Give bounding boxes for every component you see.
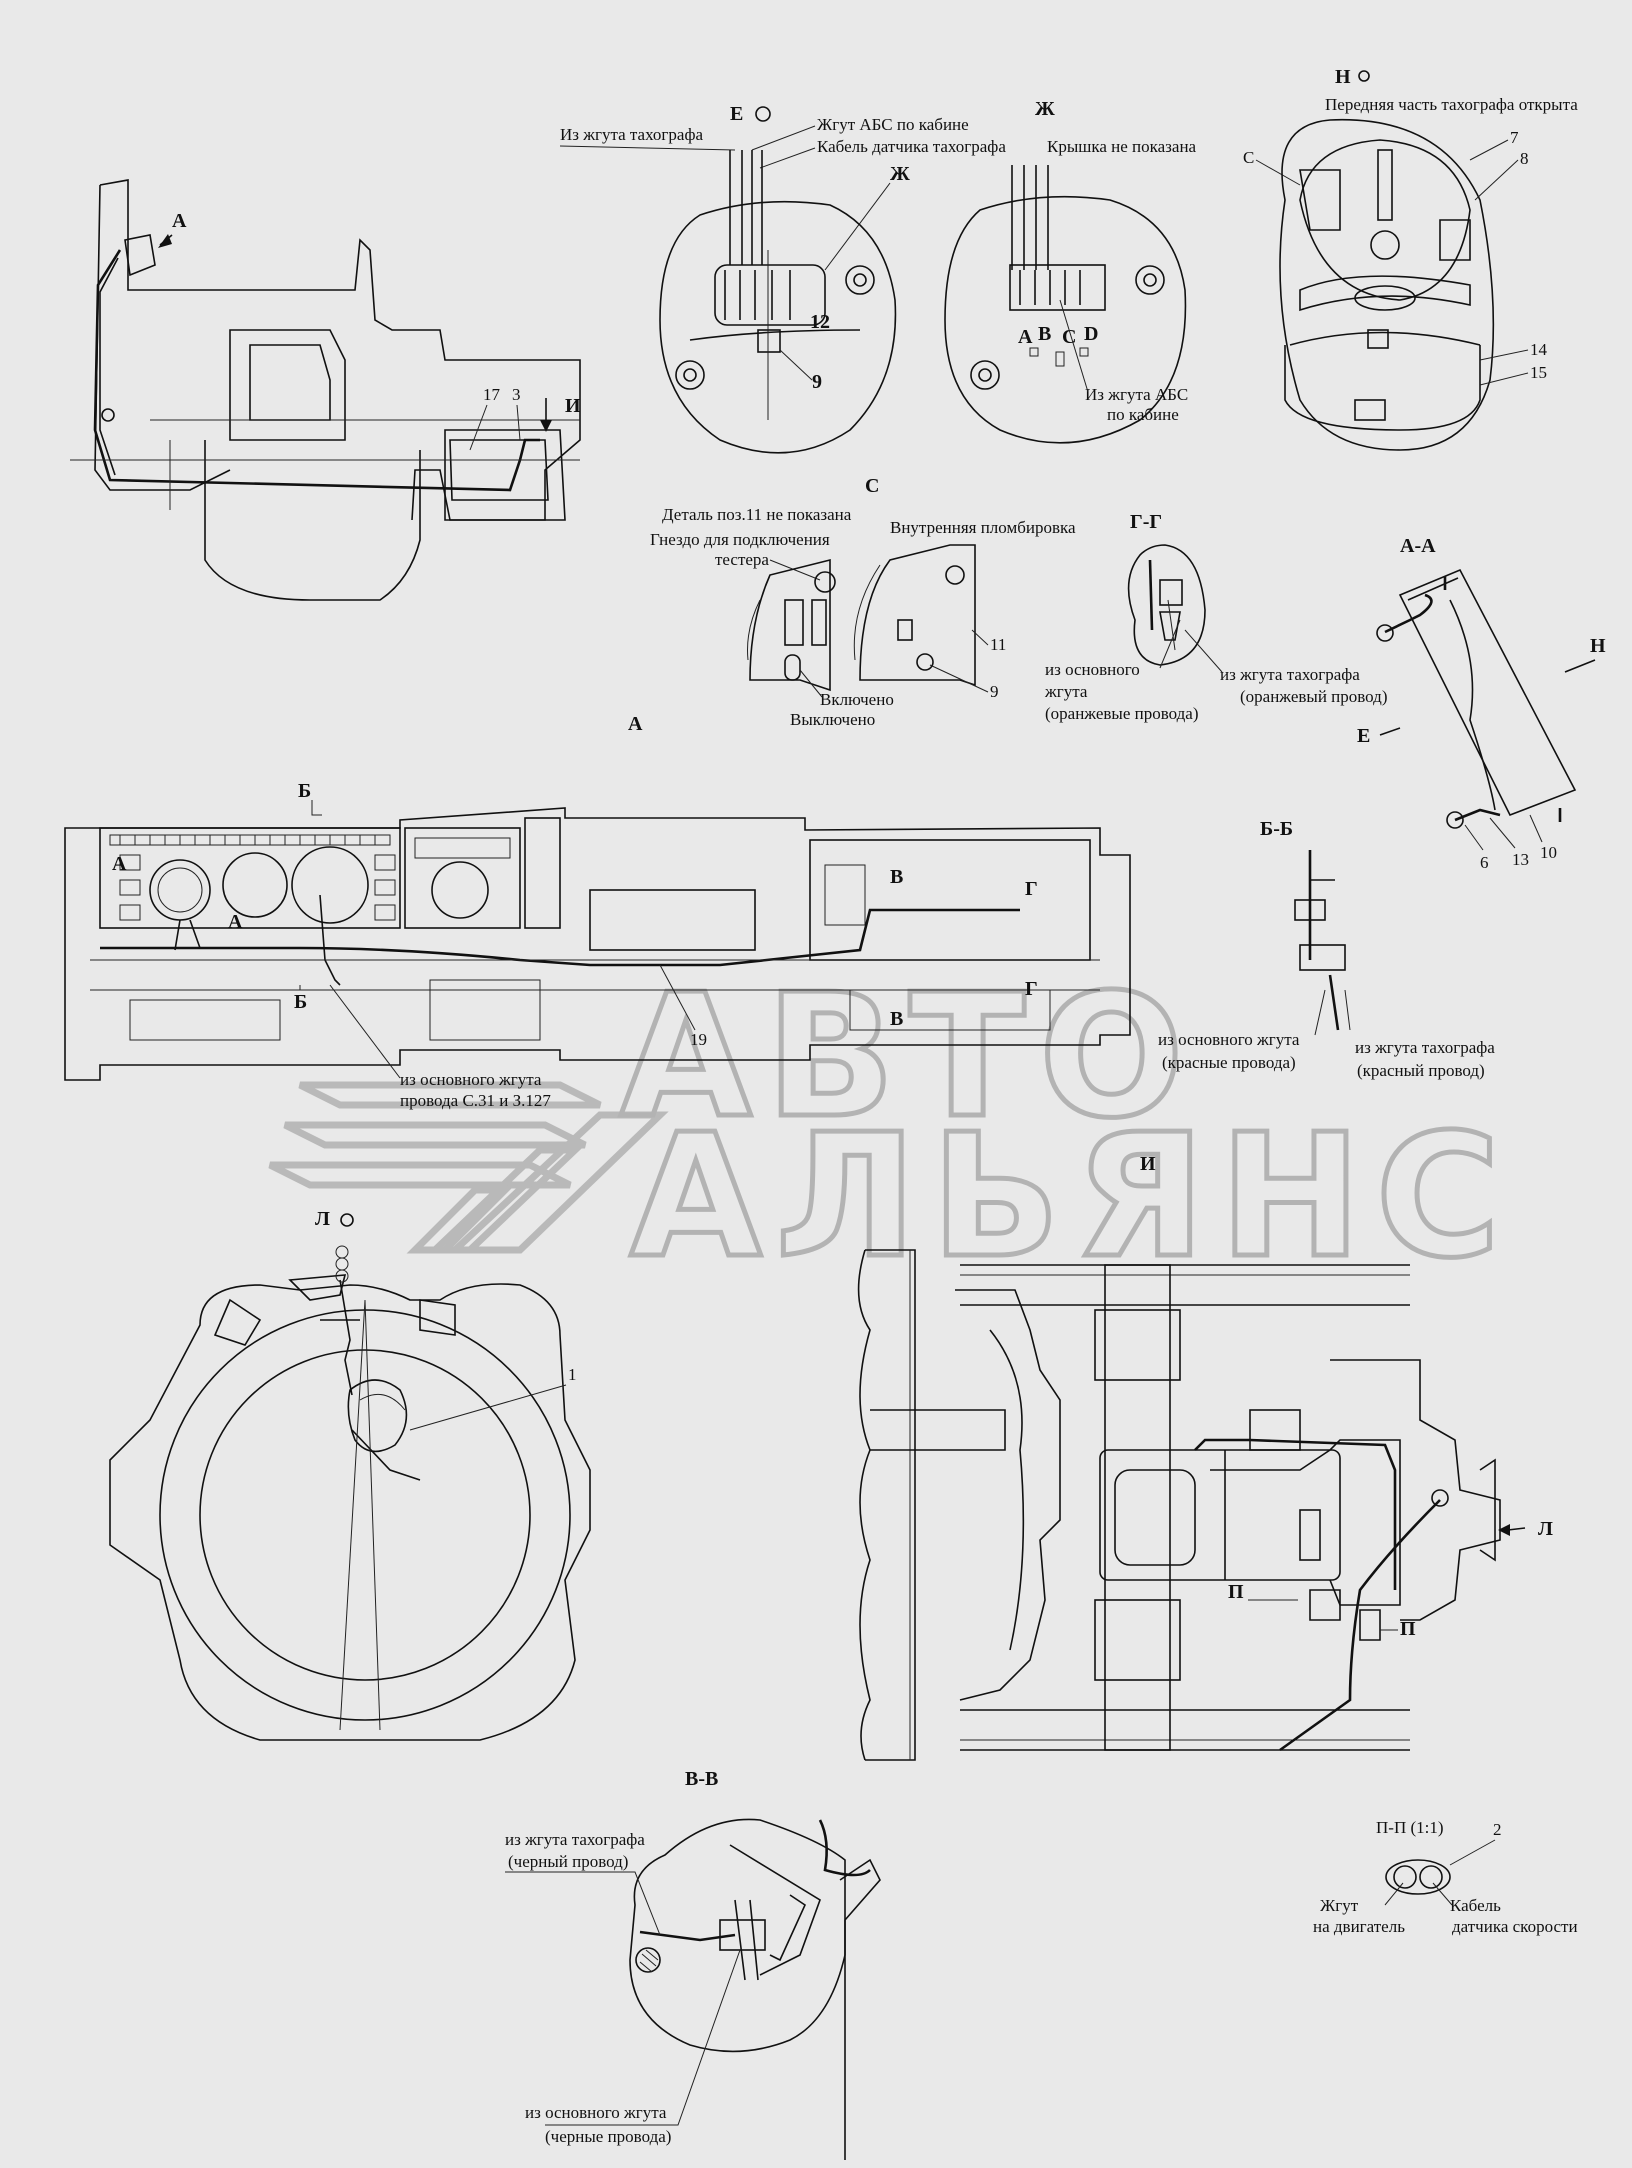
view-zh: Ж Крышка не показана A B C D Из жгута АБ… <box>944 98 1197 444</box>
section-vv-title: В-В <box>685 1768 718 1790</box>
view-e: Е Из жгута тахографа Жгут АБС по кабине … <box>559 103 1006 454</box>
view-e-from-tacho: Из жгута тахографа <box>560 125 703 144</box>
view-i-letter: И <box>1140 1153 1156 1175</box>
section-vv: В-В из жгута тахографа (черный провод) и… <box>505 1768 881 2160</box>
section-pp-cable-2: датчика скорости <box>1452 1917 1578 1936</box>
view-c-on: Включено <box>820 690 894 709</box>
view-e-tacho-sensor-cable: Кабель датчика тахографа <box>817 137 1006 156</box>
view-c-inner-seal: Внутренняя пломбировка <box>890 518 1076 537</box>
view-zh-pin-a: A <box>1018 326 1033 348</box>
section-gg-main-2: жгута <box>1044 682 1088 701</box>
view-n-p8: 8 <box>1520 149 1529 168</box>
section-vv-main-1: из основного жгута <box>525 2103 667 2122</box>
view-c-p9: 9 <box>990 682 999 701</box>
section-gg-main-3: (оранжевые провода) <box>1045 704 1199 723</box>
dashboard-a-left: А <box>112 853 127 875</box>
view-c-off: Выключено <box>790 710 875 729</box>
view-zh-pin-d: D <box>1084 323 1098 345</box>
left-p17: 17 <box>483 385 501 404</box>
view-n-letter: Н <box>1335 66 1351 88</box>
view-n-p14: 14 <box>1530 340 1548 359</box>
section-aa-p10: 10 <box>1540 843 1557 862</box>
section-pp-harness-2: на двигатель <box>1313 1917 1405 1936</box>
section-bb-tacho-2: (красный провод) <box>1357 1061 1485 1080</box>
dashboard-g-top: Г <box>1025 878 1038 900</box>
watermark-line1: АВТО <box>620 958 1198 1156</box>
section-vv-main-2: (черные провода) <box>545 2127 671 2146</box>
section-gg-tacho-2: (оранжевый провод) <box>1240 687 1388 706</box>
view-e-pos9: 9 <box>812 371 822 393</box>
dashboard-a-right: А <box>228 911 243 933</box>
view-i-p-right: П <box>1400 1618 1416 1640</box>
view-c-letter: С <box>865 475 879 497</box>
view-e-abs-cab: Жгут АБС по кабине <box>817 115 969 134</box>
dashboard-b-top: Б <box>298 780 311 802</box>
dashboard-p19: 19 <box>690 1030 707 1049</box>
section-pp-harness-1: Жгут <box>1320 1896 1359 1915</box>
view-zh-letter: Ж <box>1035 98 1055 120</box>
left-a-label: А <box>172 210 187 232</box>
view-i-l-label: Л <box>1538 1518 1553 1540</box>
section-aa-title: А-А <box>1400 535 1436 557</box>
view-zh-pin-b: B <box>1038 323 1051 345</box>
view-c-socket-2: тестера <box>715 550 769 569</box>
dashboard-b-bottom: Б <box>294 991 307 1013</box>
section-gg: Г-Г из основного жгута (оранжевые провод… <box>1044 511 1388 723</box>
section-gg-tacho-1: из жгута тахографа <box>1220 665 1360 684</box>
view-c-p11: 11 <box>990 635 1006 654</box>
section-aa-p6: 6 <box>1480 853 1489 872</box>
section-aa-n: Н <box>1590 635 1606 657</box>
section-aa-e: Е <box>1357 725 1370 747</box>
section-bb: Б-Б из основного жгута (красные провода)… <box>1158 818 1495 1080</box>
view-i: И Л П П <box>857 1153 1553 1761</box>
dashboard-main-1: из основного жгута <box>400 1070 542 1089</box>
left-p3: 3 <box>512 385 521 404</box>
section-pp-cable-1: Кабель <box>1450 1896 1501 1915</box>
view-n-p15: 15 <box>1530 363 1547 382</box>
view-e-zh-ref: Ж <box>890 163 910 185</box>
view-l-letter: Л <box>315 1208 330 1230</box>
view-zh-cover-note: Крышка не показана <box>1047 137 1197 156</box>
dashboard-main-2: провода С.31 и З.127 <box>400 1091 551 1110</box>
section-bb-main-2: (красные провода) <box>1162 1053 1296 1072</box>
view-e-pos12: 12 <box>810 311 830 333</box>
section-gg-main-1: из основного <box>1045 660 1140 679</box>
view-c-socket-1: Гнездо для подключения <box>650 530 830 549</box>
view-l: Л 1 <box>109 1208 591 1741</box>
section-bb-main-1: из основного жгута <box>1158 1030 1300 1049</box>
section-bb-title: Б-Б <box>1260 818 1293 840</box>
view-l-p1: 1 <box>568 1365 577 1384</box>
left-i-label: И <box>565 395 581 417</box>
view-c-note11: Деталь поз.11 не показана <box>662 505 852 524</box>
view-n-front-open: Передняя часть тахографа открыта <box>1325 95 1578 114</box>
section-pp-p2: 2 <box>1493 1820 1502 1839</box>
section-gg-title: Г-Г <box>1130 511 1162 533</box>
view-zh-from-abs-2: по кабине <box>1107 405 1179 424</box>
section-aa-p13: 13 <box>1512 850 1529 869</box>
section-vv-tacho-1: из жгута тахографа <box>505 1830 645 1849</box>
watermark-logo-stripes <box>268 1081 669 1254</box>
section-pp-title: П-П (1:1) <box>1376 1818 1444 1837</box>
dashboard-v-bottom: В <box>890 1008 903 1030</box>
section-vv-tacho-2: (черный провод) <box>508 1852 628 1871</box>
view-e-letter: Е <box>730 103 743 125</box>
view-n-p7: 7 <box>1510 128 1519 147</box>
cab-side-view: А И 17 3 <box>70 179 581 601</box>
section-pp: П-П (1:1) 2 Жгут на двигатель Кабель дат… <box>1313 1818 1578 1936</box>
section-aa: А-А Н Е 6 13 10 <box>1357 535 1606 872</box>
view-n-c-ref: С <box>1243 148 1254 167</box>
watermark-line2: АЛЬЯНС <box>630 1098 1514 1296</box>
dashboard-v-top: В <box>890 866 903 888</box>
view-zh-pin-labels: A B C D <box>1018 323 1098 348</box>
dashboard-g-bottom: Г <box>1025 978 1038 1000</box>
dashboard-view: А Б А А Б В В Г Г из основного жгута <box>64 713 1131 1110</box>
view-i-p-left: П <box>1228 1581 1244 1603</box>
view-c: С Деталь поз.11 не показана Гнездо для п… <box>650 475 1076 729</box>
dashboard-title: А <box>628 713 643 735</box>
view-zh-from-abs-1: Из жгута АБС <box>1085 385 1188 404</box>
section-bb-tacho-1: из жгута тахографа <box>1355 1038 1495 1057</box>
view-n: Н Передняя часть тахографа открыта С 7 8… <box>1243 66 1578 451</box>
